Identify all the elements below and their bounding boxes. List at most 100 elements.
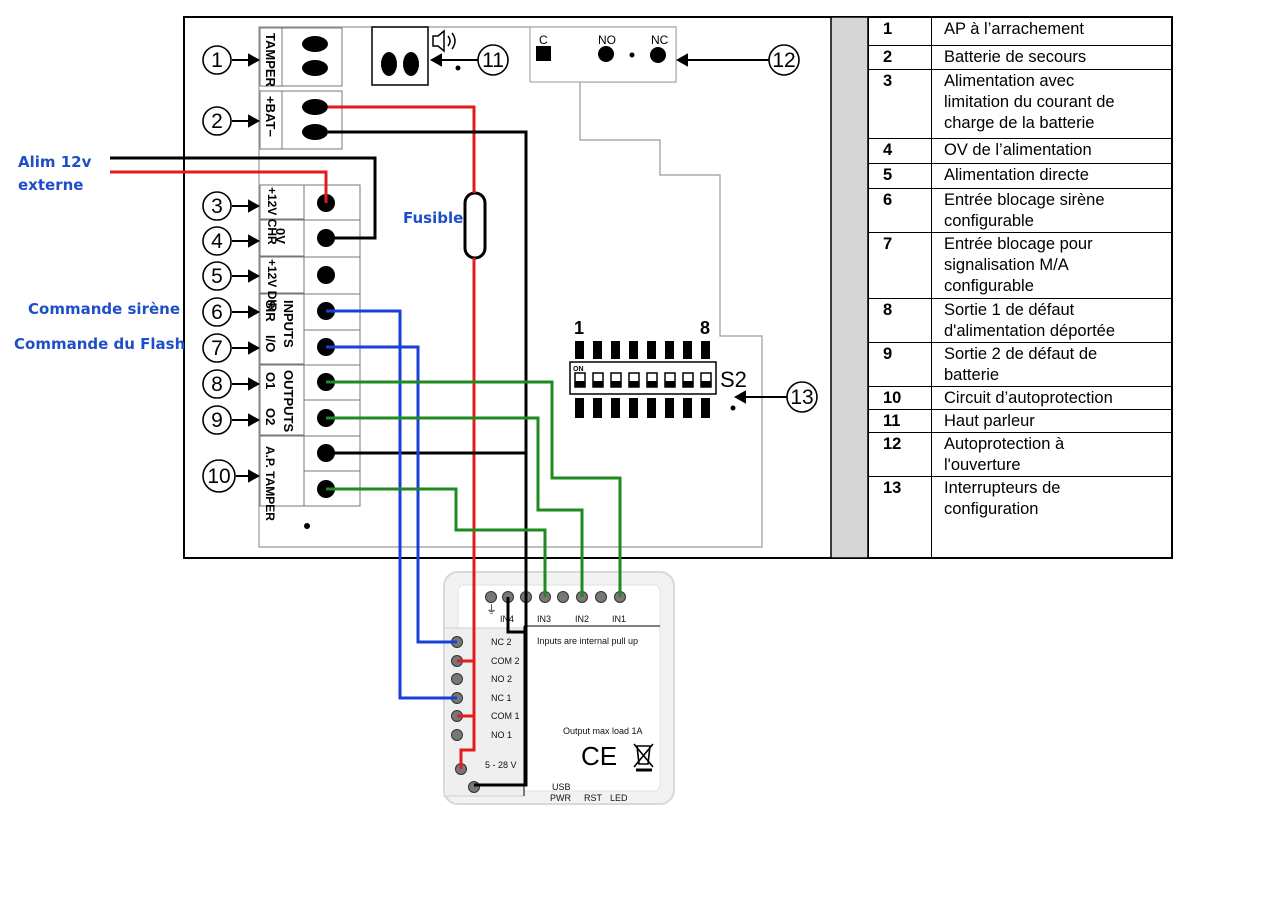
legend-text: Alimentation avec limitation du courant … [931, 69, 1172, 139]
legend-num: 1 [868, 17, 932, 46]
legend-text: Interrupteurs de configuration [931, 476, 1172, 558]
callout-1: 1 [211, 49, 223, 72]
legend-num: 5 [868, 163, 932, 189]
wire-blue-sir [326, 309, 457, 700]
speaker-pin [381, 52, 397, 76]
wire-red-fuse [459, 258, 476, 769]
speaker-dot [455, 65, 461, 71]
wire-red-ext [110, 170, 328, 203]
relay-no-contact [598, 46, 614, 62]
wire-red-com [457, 659, 474, 718]
module-com1: COM 1 [491, 711, 520, 721]
module-nc2: NC 2 [491, 637, 512, 647]
wire-black-bat [328, 130, 528, 787]
legend-num: 7 [868, 232, 932, 299]
module-in1: IN1 [612, 614, 626, 624]
legend-text: Autoprotection à l'ouverture [931, 432, 1172, 477]
label-sir: SIR [263, 300, 278, 322]
callout-3: 3 [211, 195, 223, 218]
weee-bin-icon [633, 743, 654, 772]
label-dir: +12V DIR [265, 259, 279, 312]
fusible-label: Fusible [403, 209, 464, 227]
dip-body [569, 361, 717, 395]
wires [110, 105, 622, 787]
wire-green-o1 [326, 380, 622, 597]
legend-text: OV de l’alimentation [931, 138, 1172, 164]
wire-blue-io [326, 345, 457, 644]
wire-green-ap [326, 487, 547, 597]
module-voltage: 5 - 28 V [485, 760, 517, 770]
callout-4: 4 [211, 230, 223, 253]
dip-dot [730, 405, 736, 411]
alim-label-line1: Alim 12v [18, 153, 92, 171]
callout-circles [202, 44, 818, 493]
module-in2: IN2 [575, 614, 589, 624]
callout-9: 9 [211, 409, 223, 432]
module-usb: USB [552, 782, 571, 792]
commande-flash-label: Commande du Flash [14, 335, 186, 353]
relay-nc-label: NC [651, 33, 669, 47]
legend-num: 10 [868, 386, 932, 410]
legend-text: Alimentation directe [931, 163, 1172, 189]
callout-2: 2 [211, 110, 223, 133]
module-no1: NO 1 [491, 730, 512, 740]
legend-text: Sortie 1 de défaut d'alimentation déport… [931, 298, 1172, 343]
dip-switch-s2: 1 8 ON S2 [569, 318, 747, 418]
legend-text: AP à l’arrachement [931, 17, 1172, 46]
label-o1: O1 [263, 372, 278, 389]
legend-num: 9 [868, 342, 932, 387]
wire-black-ext [110, 156, 377, 240]
wire-red-bat [328, 105, 476, 193]
board-dot [304, 523, 310, 529]
legend-num: 3 [868, 69, 932, 139]
callout-arrows [232, 53, 787, 483]
callout-12: 12 [772, 49, 795, 72]
relay-c-label: C [539, 33, 548, 47]
callout-8: 8 [211, 373, 223, 396]
module-rst: RST [584, 793, 603, 803]
callout-11: 11 [482, 49, 504, 72]
callout-13: 13 [790, 386, 813, 409]
dip-on-label: ON [573, 366, 584, 373]
legend-num: 13 [868, 476, 932, 558]
callout-5: 5 [211, 265, 223, 288]
legend-num: 8 [868, 298, 932, 343]
fuse [463, 191, 487, 260]
label-inputs: INPUTS [281, 300, 296, 348]
module-output-max: Output max load 1A [563, 726, 643, 736]
legend-text: Entrée blocage sirène configurable [931, 188, 1172, 233]
speaker-connector [371, 26, 429, 86]
label-0v: 0V [273, 228, 288, 244]
callout-10: 10 [207, 465, 230, 488]
dip-bottom-pins [575, 398, 710, 418]
label-tamper: TAMPER [263, 33, 278, 88]
legend-num: 11 [868, 409, 932, 433]
legend-text: Haut parleur [931, 409, 1172, 433]
relay-no-label: NO [598, 33, 616, 47]
wire-green-o2 [326, 416, 584, 597]
legend-num: 6 [868, 188, 932, 233]
legend-text: Sortie 2 de défaut de batterie [931, 342, 1172, 387]
alim-label-line2: externe [18, 176, 84, 194]
label-io: I/O [263, 335, 278, 352]
relay-module: ⏚ IN4 IN3 IN2 IN1 Inputs are internal pu… [443, 571, 675, 805]
speaker-icon [432, 29, 456, 53]
dip-name-s2: S2 [720, 367, 747, 392]
module-in3: IN3 [537, 614, 551, 624]
relay-dot [629, 52, 635, 58]
module-pullup-note: Inputs are internal pull up [537, 636, 638, 646]
module-led: LED [610, 793, 628, 803]
dip-switch-knobs [575, 381, 711, 387]
relay-c-contact [536, 46, 551, 61]
label-chr: +12V CHR [265, 187, 279, 245]
legend-text: Entrée blocage pour signalisation M/A co… [931, 232, 1172, 299]
module-no2: NO 2 [491, 674, 512, 684]
label-o2: O2 [263, 408, 278, 425]
legend-num: 4 [868, 138, 932, 164]
legend-text: Batterie de secours [931, 45, 1172, 70]
label-bat: +BAT− [263, 96, 278, 137]
relay-nc-contact [650, 47, 666, 63]
legend-num: 12 [868, 432, 932, 477]
